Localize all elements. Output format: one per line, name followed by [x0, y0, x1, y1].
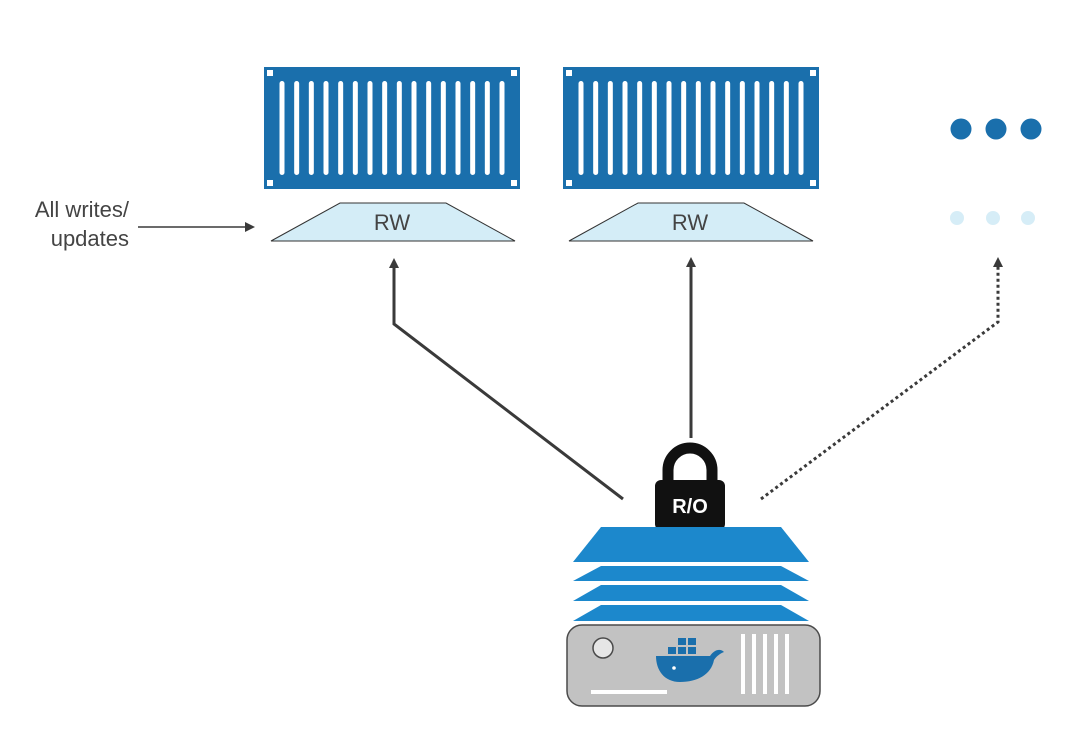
container-rib — [593, 81, 599, 175]
rw-left-label: RW — [374, 210, 410, 235]
container-rib — [798, 81, 804, 175]
container-rib — [396, 81, 402, 175]
container-rib — [338, 81, 344, 175]
writes-label-line2: updates — [51, 226, 129, 251]
container-rib — [769, 81, 775, 175]
container-rib — [651, 81, 657, 175]
container-rib — [470, 81, 476, 175]
container-rib — [455, 81, 461, 175]
container-rib — [382, 81, 388, 175]
container-corner — [810, 70, 816, 76]
container-corner — [267, 70, 273, 76]
container-corner — [511, 180, 517, 186]
container-rib — [607, 81, 613, 175]
container-rib — [440, 81, 446, 175]
writes-label-line1: All writes/ — [35, 197, 130, 222]
container-rib — [578, 81, 584, 175]
container-rib — [323, 81, 329, 175]
writes-annotation: All writes/ updates — [35, 197, 255, 251]
read-only-label: R/O — [672, 496, 708, 518]
docker-host-server-icon — [566, 624, 821, 707]
container-rib — [637, 81, 643, 175]
rw-layer-middle: RW — [568, 202, 814, 242]
container-rib — [695, 81, 701, 175]
container-rib — [710, 81, 716, 175]
container-rib — [754, 81, 760, 175]
docker-whale-icon — [656, 638, 724, 682]
container-rib — [681, 81, 687, 175]
container-rib — [783, 81, 789, 175]
container-rib — [411, 81, 417, 175]
container-corner — [566, 70, 572, 76]
container-rib — [294, 81, 300, 175]
host-vent-slots — [741, 634, 789, 694]
container-rib — [352, 81, 358, 175]
container-middle-icon — [563, 67, 819, 189]
container-rib — [666, 81, 672, 175]
rw-layer-left: RW — [270, 202, 516, 242]
padlock-icon: R/O — [655, 442, 725, 530]
container-rib — [499, 81, 505, 175]
container-corner — [566, 180, 572, 186]
container-rib — [426, 81, 432, 175]
container-rib — [739, 81, 745, 175]
container-rib — [367, 81, 373, 175]
container-rib — [622, 81, 628, 175]
image-layers-stack — [573, 527, 809, 621]
container-rib — [725, 81, 731, 175]
more-rw-layers-dots-icon — [950, 211, 1035, 225]
arrow-to-left-container — [389, 258, 624, 501]
more-containers-dots-icon — [950, 118, 1042, 140]
container-rib — [308, 81, 314, 175]
container-left-icon — [264, 67, 520, 189]
container-corner — [810, 180, 816, 186]
rw-middle-label: RW — [672, 210, 708, 235]
container-corner — [267, 180, 273, 186]
arrow-to-more-containers — [760, 257, 1003, 501]
container-corner — [511, 70, 517, 76]
container-rib — [484, 81, 490, 175]
container-rib — [279, 81, 285, 175]
